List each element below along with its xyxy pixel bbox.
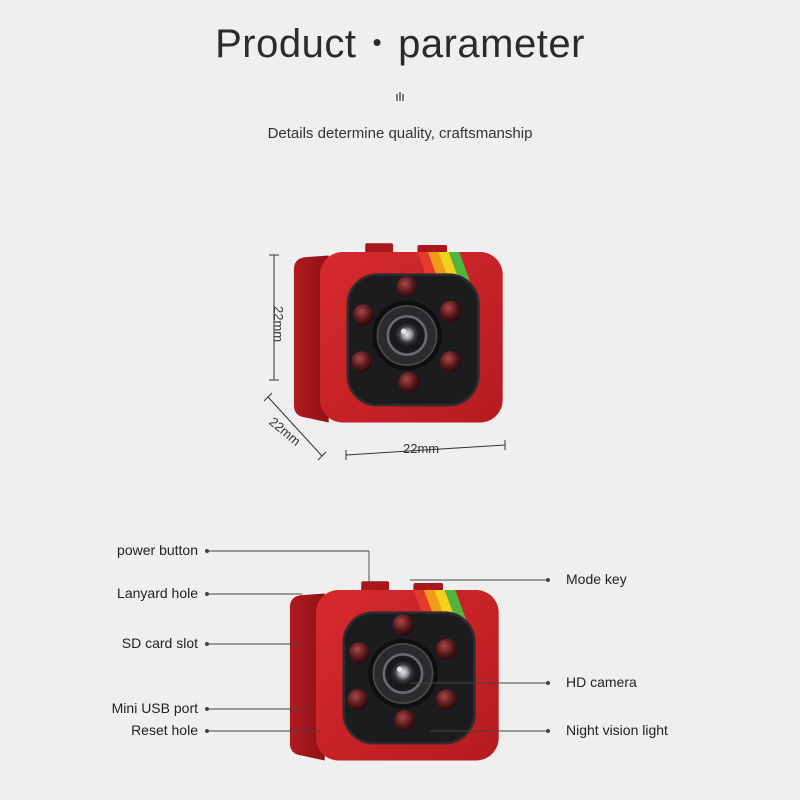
decorative-tick-icon — [396, 92, 404, 101]
callout-mini-usb-port: Mini USB port — [111, 700, 198, 716]
callout-mode-key: Mode key — [566, 571, 627, 587]
title-right: parameter — [398, 22, 585, 66]
title-left: Product — [215, 22, 357, 66]
callout-lanyard-hole: Lanyard hole — [117, 585, 198, 601]
dimension-width-label: 22mm — [403, 441, 440, 456]
dimension-lines — [263, 254, 506, 461]
title-dot: • — [372, 26, 383, 57]
camera-annotated-view — [288, 579, 501, 762]
callout-sd-card-slot: SD card slot — [121, 635, 198, 651]
callout-lines — [207, 550, 548, 732]
callout-hd-camera: HD camera — [566, 674, 637, 690]
camera-top-view — [292, 241, 505, 424]
callout-night-vision-light: Night vision light — [566, 722, 668, 738]
page-subtitle: Details determine quality, craftsmanship — [267, 125, 533, 142]
callout-power-button: power button — [117, 542, 198, 558]
page-title: Product • parameter — [0, 22, 800, 67]
callout-dots — [205, 549, 550, 733]
callout-reset-hole: Reset hole — [131, 722, 198, 738]
dimension-height-label: 22mm — [271, 306, 286, 343]
